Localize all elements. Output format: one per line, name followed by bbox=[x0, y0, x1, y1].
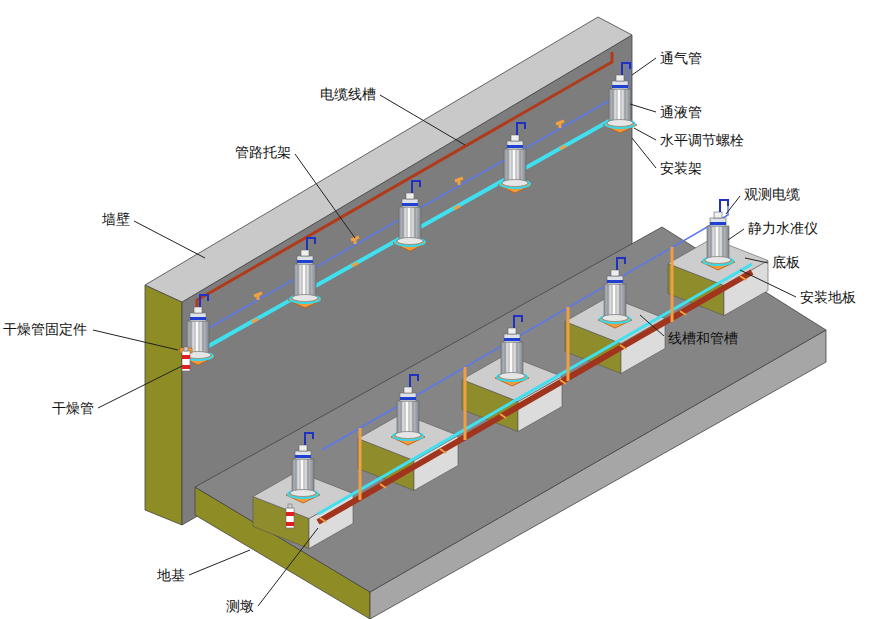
callout-label: 线槽和管槽 bbox=[668, 329, 738, 347]
callout-label: 电缆线槽 bbox=[320, 85, 376, 103]
callout-label: 水平调节螺栓 bbox=[660, 131, 744, 149]
callout-label: 干燥管固定件 bbox=[3, 320, 87, 338]
callout-label: 观测电缆 bbox=[744, 185, 800, 203]
callout-label: 墙壁 bbox=[102, 210, 130, 228]
callout-label: 测墩 bbox=[226, 597, 254, 615]
callout-label: 静力水准仪 bbox=[748, 219, 818, 237]
callout-label: 底板 bbox=[772, 253, 800, 271]
callout-label: 通液管 bbox=[660, 103, 702, 121]
callout-label: 安装地板 bbox=[800, 288, 856, 306]
callout-label: 干燥管 bbox=[52, 399, 94, 417]
callout-label: 地基 bbox=[157, 566, 185, 584]
callout-label: 通气管 bbox=[660, 49, 702, 67]
callout-label: 管路托架 bbox=[235, 143, 291, 161]
callout-label: 安装架 bbox=[660, 159, 702, 177]
